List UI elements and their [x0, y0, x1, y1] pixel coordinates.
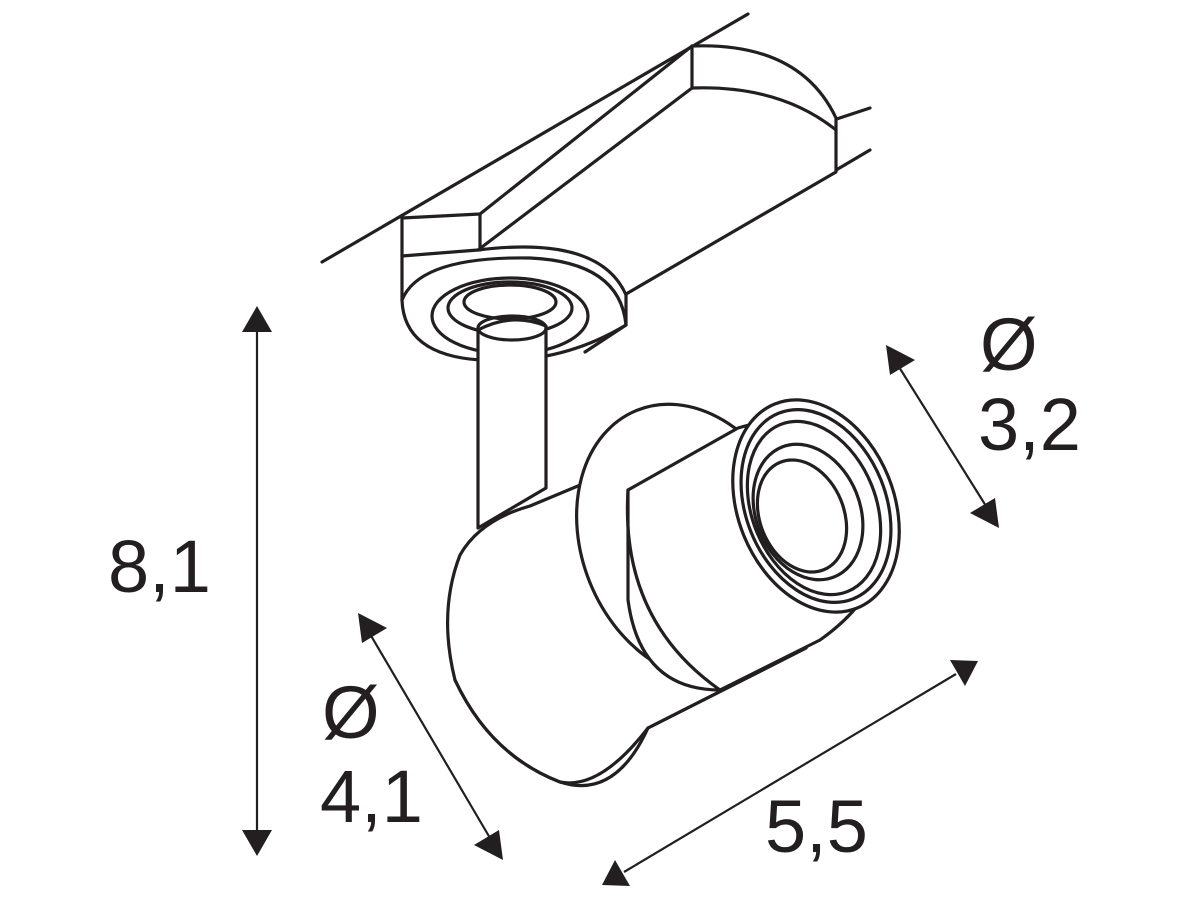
head-diameter-dimension-line: [358, 613, 503, 860]
height-dimension-label: 8,1: [108, 525, 211, 608]
height-dimension-line: [242, 306, 272, 856]
length-dimension-label: 5,5: [765, 785, 868, 868]
lens-diameter-label: 3,2: [978, 383, 1081, 466]
lens-diameter-dimension-line: [886, 345, 999, 528]
length-dimension-line: [602, 660, 978, 886]
spot-head: [446, 402, 888, 788]
diameter-symbol-head: Ø: [322, 671, 380, 754]
support-stem: [476, 314, 548, 530]
lens-front: [731, 398, 901, 614]
head-diameter-label: 4,1: [320, 755, 423, 838]
diameter-symbol-lens: Ø: [980, 303, 1038, 386]
